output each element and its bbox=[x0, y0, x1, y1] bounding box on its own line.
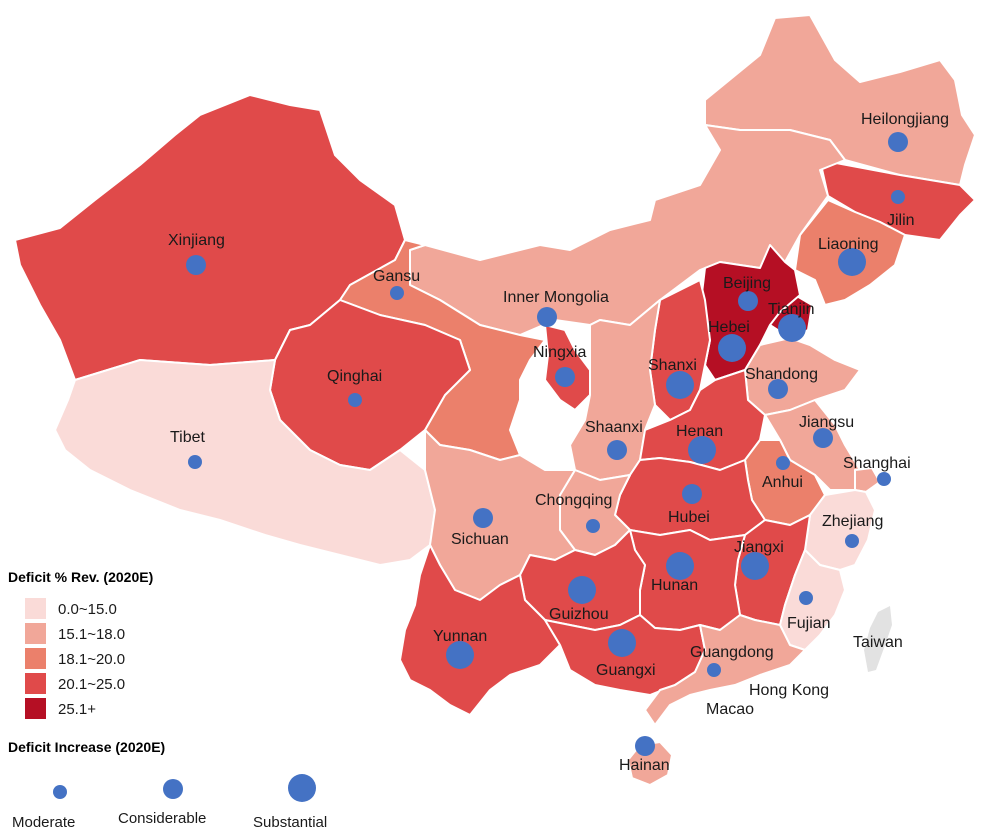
label-macao: Macao bbox=[706, 701, 754, 718]
bubble-henan bbox=[688, 436, 716, 464]
label-chongqing: Chongqing bbox=[535, 492, 612, 509]
legend-bubble-label-substantial: Substantial bbox=[253, 814, 327, 831]
legend-swatch-3 bbox=[25, 673, 46, 694]
label-hunan: Hunan bbox=[651, 577, 698, 594]
province-shapes bbox=[14, 14, 976, 786]
province-shanghai bbox=[854, 467, 881, 493]
legend-swatch-1 bbox=[25, 623, 46, 644]
label-xinjiang: Xinjiang bbox=[168, 232, 225, 249]
bubble-hubei bbox=[682, 484, 702, 504]
bubble-jilin bbox=[891, 190, 905, 204]
legend-bin-label-0: 0.0~15.0 bbox=[58, 601, 117, 618]
province-tibet bbox=[54, 359, 436, 566]
legend-bubble-label-considerable: Considerable bbox=[118, 810, 206, 827]
label-gansu: Gansu bbox=[373, 268, 420, 285]
legend-bubble-considerable bbox=[163, 779, 183, 799]
bubble-hunan bbox=[666, 552, 694, 580]
bubble-chongqing bbox=[586, 519, 600, 533]
color-legend-title: Deficit % Rev. (2020E) bbox=[8, 569, 153, 585]
label-jilin: Jilin bbox=[887, 212, 915, 229]
label-jiangxi: Jiangxi bbox=[734, 539, 784, 556]
bubble-guizhou bbox=[568, 576, 596, 604]
label-hubei: Hubei bbox=[668, 509, 710, 526]
label-tianjin: Tianjin bbox=[768, 301, 815, 318]
bubble-legend: Deficit Increase (2020E) Moderate Consid… bbox=[8, 739, 327, 831]
bubble-jiangsu bbox=[813, 428, 833, 448]
legend-bubble-substantial bbox=[288, 774, 316, 802]
label-yunnan: Yunnan bbox=[433, 628, 487, 645]
label-guizhou: Guizhou bbox=[549, 606, 609, 623]
label-liaoning: Liaoning bbox=[818, 236, 879, 253]
bubble-yunnan bbox=[446, 641, 474, 669]
label-henan: Henan bbox=[676, 423, 723, 440]
label-shaanxi: Shaanxi bbox=[585, 419, 643, 436]
bubble-hebei bbox=[718, 334, 746, 362]
bubble-shandong bbox=[768, 379, 788, 399]
label-qinghai: Qinghai bbox=[327, 368, 382, 385]
label-inner-mongolia: Inner Mongolia bbox=[503, 289, 609, 306]
label-tibet: Tibet bbox=[170, 429, 206, 446]
legend-bubble-label-moderate: Moderate bbox=[12, 814, 75, 831]
label-hebei: Hebei bbox=[708, 319, 750, 336]
bubble-xinjiang bbox=[186, 255, 206, 275]
label-guangdong: Guangdong bbox=[690, 644, 774, 661]
legend-swatch-4 bbox=[25, 698, 46, 719]
label-heilongjiang: Heilongjiang bbox=[861, 111, 949, 128]
bubble-tianjin bbox=[778, 314, 806, 342]
color-legend: Deficit % Rev. (2020E) 0.0~15.0 15.1~18.… bbox=[8, 569, 153, 719]
province-inner-mongolia bbox=[409, 124, 846, 336]
label-hainan: Hainan bbox=[619, 757, 670, 774]
bubble-zhejiang bbox=[845, 534, 859, 548]
legend-bin-label-4: 25.1+ bbox=[58, 701, 96, 718]
label-zhejiang: Zhejiang bbox=[822, 513, 883, 530]
bubble-gansu bbox=[390, 286, 404, 300]
label-sichuan: Sichuan bbox=[451, 531, 509, 548]
bubble-guangxi bbox=[608, 629, 636, 657]
deficit-increase-bubbles bbox=[186, 132, 908, 756]
label-shandong: Shandong bbox=[745, 366, 818, 383]
bubble-inner-mongolia bbox=[537, 307, 557, 327]
legend-bin-label-2: 18.1~20.0 bbox=[58, 651, 125, 668]
label-taiwan: Taiwan bbox=[853, 634, 903, 651]
bubble-tibet bbox=[188, 455, 202, 469]
bubble-guangdong bbox=[707, 663, 721, 677]
bubble-legend-title: Deficit Increase (2020E) bbox=[8, 739, 165, 755]
label-beijing: Beijing bbox=[723, 275, 771, 292]
province-taiwan bbox=[864, 606, 892, 672]
bubble-shaanxi bbox=[607, 440, 627, 460]
bubble-jiangxi bbox=[741, 552, 769, 580]
bubble-shanghai bbox=[877, 472, 891, 486]
bubble-beijing bbox=[738, 291, 758, 311]
bubble-qinghai bbox=[348, 393, 362, 407]
legend-bubble-moderate bbox=[53, 785, 67, 799]
bubble-liaoning bbox=[838, 248, 866, 276]
bubble-hainan bbox=[635, 736, 655, 756]
bubble-shanxi bbox=[666, 371, 694, 399]
legend-swatch-0 bbox=[25, 598, 46, 619]
bubble-sichuan bbox=[473, 508, 493, 528]
bubble-anhui bbox=[776, 456, 790, 470]
bubble-ningxia bbox=[555, 367, 575, 387]
province-guangdong bbox=[644, 614, 806, 726]
legend-bin-label-1: 15.1~18.0 bbox=[58, 626, 125, 643]
province-yunnan bbox=[399, 544, 561, 716]
bubble-fujian bbox=[799, 591, 813, 605]
label-hong-kong: Hong Kong bbox=[749, 682, 829, 699]
label-fujian: Fujian bbox=[787, 615, 831, 632]
label-jiangsu: Jiangsu bbox=[799, 414, 854, 431]
label-ningxia: Ningxia bbox=[533, 344, 586, 361]
legend-swatch-2 bbox=[25, 648, 46, 669]
label-shanghai: Shanghai bbox=[843, 455, 911, 472]
label-shanxi: Shanxi bbox=[648, 357, 697, 374]
province-labels: Heilongjiang Jilin Liaoning Beijing Tian… bbox=[168, 111, 949, 774]
bubble-heilongjiang bbox=[888, 132, 908, 152]
label-anhui: Anhui bbox=[762, 474, 803, 491]
label-guangxi: Guangxi bbox=[596, 662, 656, 679]
legend-bin-label-3: 20.1~25.0 bbox=[58, 676, 125, 693]
